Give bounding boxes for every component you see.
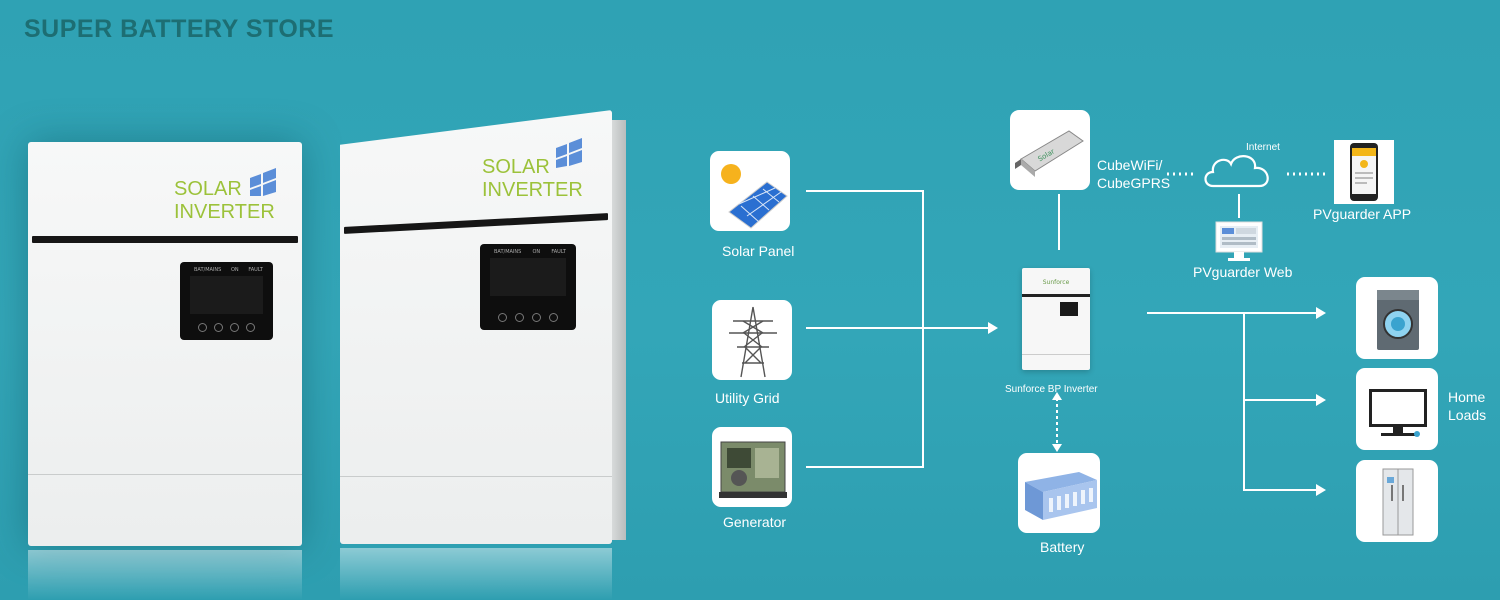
solar-inverter-logo: SOLAR INVERTER xyxy=(482,156,583,202)
product-reflection xyxy=(28,550,302,600)
logo-line-2: INVERTER xyxy=(482,179,583,201)
lcd-button xyxy=(230,323,239,332)
refrigerator-node xyxy=(1356,460,1438,542)
solar-cell-icon xyxy=(556,138,582,168)
solar-cell-icon xyxy=(250,168,276,196)
solar-panel-label: Solar Panel xyxy=(722,243,795,259)
inverter-product-front: SOLAR INVERTER BAT/MAINS ON FAULT xyxy=(28,142,302,546)
panel-seam xyxy=(340,476,612,477)
pvguarder-app-node xyxy=(1334,140,1394,204)
cube-wifi-label: CubeWiFi/ CubeGPRS xyxy=(1097,156,1170,192)
lcd-button xyxy=(246,323,255,332)
lcd-display xyxy=(490,258,566,296)
lcd-panel: BAT/MAINS ON FAULT xyxy=(180,262,273,340)
panel-seam xyxy=(28,474,302,475)
solar-inverter-logo: SOLAR INVERTER xyxy=(174,178,275,224)
television-icon xyxy=(1369,389,1427,437)
inverter-brand-text: Sunforce xyxy=(1043,279,1070,286)
lcd-display xyxy=(190,276,263,314)
cloud-icon xyxy=(1204,155,1269,188)
lcd-panel: BAT/MAINS ON FAULT xyxy=(480,244,576,330)
utility-grid-label: Utility Grid xyxy=(715,390,780,406)
phone-app-icon xyxy=(1350,143,1378,201)
battery-node xyxy=(1018,453,1100,533)
lcd-label-on: ON xyxy=(230,267,239,273)
logo-line-1: SOLAR xyxy=(174,178,242,200)
inverter-label: Sunforce BP Inverter xyxy=(1005,384,1098,395)
lcd-button xyxy=(214,323,223,332)
lcd-button xyxy=(498,313,507,322)
transmission-tower-icon xyxy=(729,306,777,378)
lcd-label-bat: BAT/MAINS xyxy=(194,267,222,273)
generator-node xyxy=(712,427,792,507)
internet-label: Internet xyxy=(1246,142,1280,153)
front-band xyxy=(32,236,298,243)
lcd-button xyxy=(549,313,558,322)
lcd-button xyxy=(515,313,524,322)
store-brand: SUPER BATTERY STORE xyxy=(24,15,335,43)
generator-label: Generator xyxy=(723,514,787,530)
washing-machine-node xyxy=(1356,277,1438,359)
solar-panel-node xyxy=(710,151,790,231)
lcd-button xyxy=(532,313,541,322)
solar-panel-icon xyxy=(721,164,788,229)
sunforce-inverter-node: Sunforce xyxy=(1022,268,1090,370)
product-reflection xyxy=(340,548,612,600)
lcd-label-bat: BAT/MAINS xyxy=(494,249,522,255)
cube-label-line-1: CubeWiFi/ xyxy=(1097,157,1163,173)
television-node xyxy=(1356,368,1438,450)
logo-line-2: INVERTER xyxy=(174,201,275,223)
utility-grid-node xyxy=(712,300,792,380)
pvguarder-app-label: PVguarder APP xyxy=(1313,206,1412,222)
home-loads-label: Home Loads xyxy=(1448,388,1486,424)
lcd-label-fault: FAULT xyxy=(551,249,566,255)
generator-icon xyxy=(719,441,787,498)
washing-machine-icon xyxy=(1377,290,1419,350)
cube-label-line-2: CubeGPRS xyxy=(1097,175,1171,191)
cube-wifi-node: Solar xyxy=(1010,110,1090,190)
refrigerator-icon xyxy=(1382,468,1414,536)
lcd-label-fault: FAULT xyxy=(248,267,263,273)
monitor-icon xyxy=(1215,221,1263,261)
battery-pack-icon xyxy=(1025,472,1097,520)
logo-line-1: SOLAR xyxy=(482,156,550,178)
lcd-label-on: ON xyxy=(532,249,541,255)
battery-label: Battery xyxy=(1040,539,1085,555)
lcd-button xyxy=(198,323,207,332)
home-loads-line-1: Home xyxy=(1448,389,1486,405)
inverter-product-angled: SOLAR INVERTER BAT/MAINS ON FAULT xyxy=(340,110,612,544)
pvguarder-web-label: PVguarder Web xyxy=(1193,264,1293,280)
home-loads-line-2: Loads xyxy=(1448,407,1487,423)
inverter-side-vent xyxy=(612,120,626,540)
inverter-icon: Sunforce xyxy=(1022,279,1090,355)
wifi-dongle-icon: Solar xyxy=(1015,130,1084,177)
